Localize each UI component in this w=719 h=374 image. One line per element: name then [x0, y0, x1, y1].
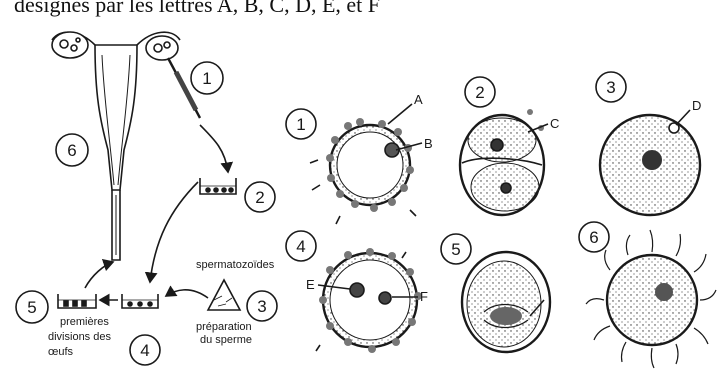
label-divisions-3: œufs — [48, 346, 74, 358]
stage-number: 4 — [296, 237, 305, 256]
letter-A: A — [414, 92, 423, 107]
label-spermatozoides: spermatozoïdes — [196, 259, 275, 271]
egg-stage-3 — [600, 115, 700, 215]
letter-C: C — [550, 116, 559, 131]
stage-number: 2 — [475, 83, 484, 102]
stage-number: 5 — [451, 240, 460, 259]
culture-dish-5 — [58, 294, 96, 308]
step-number: 5 — [27, 298, 36, 317]
step-number: 2 — [255, 188, 264, 207]
stage-number: 6 — [589, 228, 598, 247]
egg-stages — [286, 72, 716, 368]
step-number: 3 — [257, 297, 266, 316]
label-preparation: préparation — [196, 321, 252, 333]
letter-D: D — [692, 98, 701, 113]
egg-stage-4 — [316, 248, 422, 353]
pointer-D — [676, 110, 690, 125]
culture-dish-2 — [200, 178, 236, 194]
arrow-5-to-6 — [85, 262, 113, 288]
label-divisions-2: divisions des — [48, 331, 111, 343]
pointer-A — [388, 104, 412, 124]
letter-F: F — [420, 289, 428, 304]
label-divisions: premières — [60, 316, 109, 328]
culture-dish-4 — [122, 294, 158, 308]
letter-B: B — [424, 136, 433, 151]
sperm-tube — [208, 280, 240, 310]
step-number: 4 — [140, 341, 149, 360]
step-number: 6 — [67, 141, 76, 160]
arrow-2-to-4 — [150, 182, 198, 282]
letter-E: E — [306, 277, 315, 292]
egg-stage-5 — [462, 252, 550, 352]
ivf-procedure — [16, 32, 277, 365]
arrow-1-to-2 — [200, 125, 228, 172]
step-number: 1 — [202, 69, 211, 88]
label-preparation-2: du sperme — [200, 334, 252, 346]
egg-stage-1 — [310, 118, 416, 224]
egg-stage-6 — [586, 230, 716, 368]
stage-number: 1 — [296, 115, 305, 134]
egg-stage-2 — [460, 109, 544, 215]
arrow-3-to-4 — [166, 290, 208, 298]
stage-number: 3 — [606, 78, 615, 97]
